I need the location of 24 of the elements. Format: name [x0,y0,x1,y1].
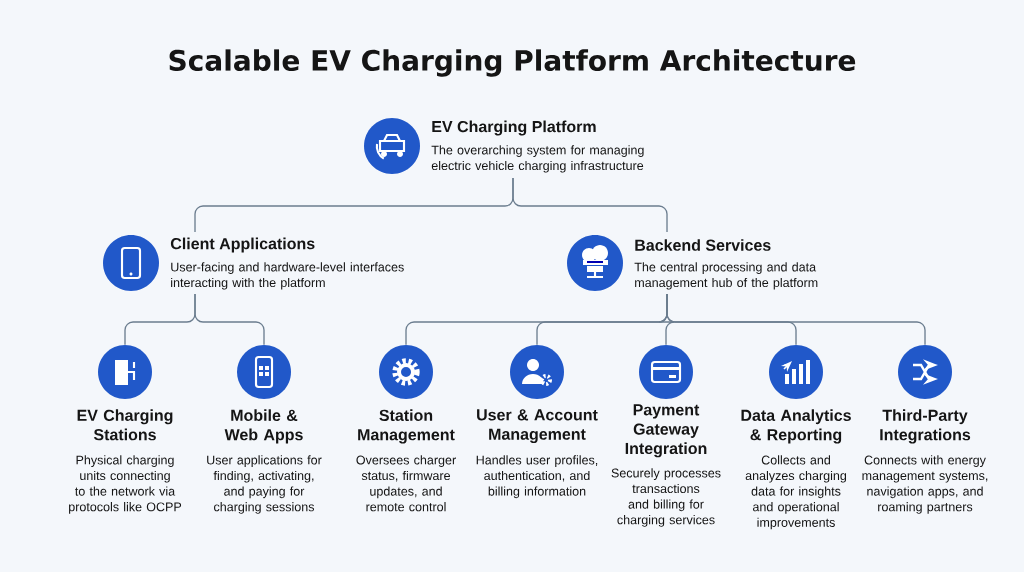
description: Oversees charger status, firmware updates, and remote control [356,455,456,512]
description: Physical charging units connecting to the network via protocols like OCPP [69,455,182,514]
description: User applications for finding, activating, and paying for charging sessions [207,455,322,514]
description: User-facing and hardware-level interfaces interacting with the platform [171,262,404,290]
connector [194,293,265,346]
heading: Third-Party Integrations [880,409,971,444]
description: The central processing and data management hub of the platform [634,262,818,290]
description: Securely processes transactions and billing for charging services [611,468,721,527]
heading: Client Applications [170,237,315,253]
heading: EV Charging Stations [77,409,173,441]
heading: Station Management [358,409,455,444]
connector [512,177,668,233]
description: Collects and analyzes charging data for insights and operational improvements [745,455,847,530]
description: Handles user profiles, authentication, and billing information [476,455,598,499]
connector [666,293,926,346]
title: Scalable EV Charging Platform Architecture [169,49,856,77]
heading: Backend Services [635,239,771,251]
heading: Data Analytics & Reporting [741,409,851,444]
description: Connects with energy management systems, navigation apps, and roaming partners [862,455,988,514]
heading: Payment Gateway Integration [625,404,707,458]
heading: User & Account Management [477,409,598,444]
heading: Mobile & Web Apps [224,409,303,444]
description: The overarching system for managing electric vehicle charging infrastructure [431,145,644,173]
heading: EV Charging Platform [432,120,596,136]
